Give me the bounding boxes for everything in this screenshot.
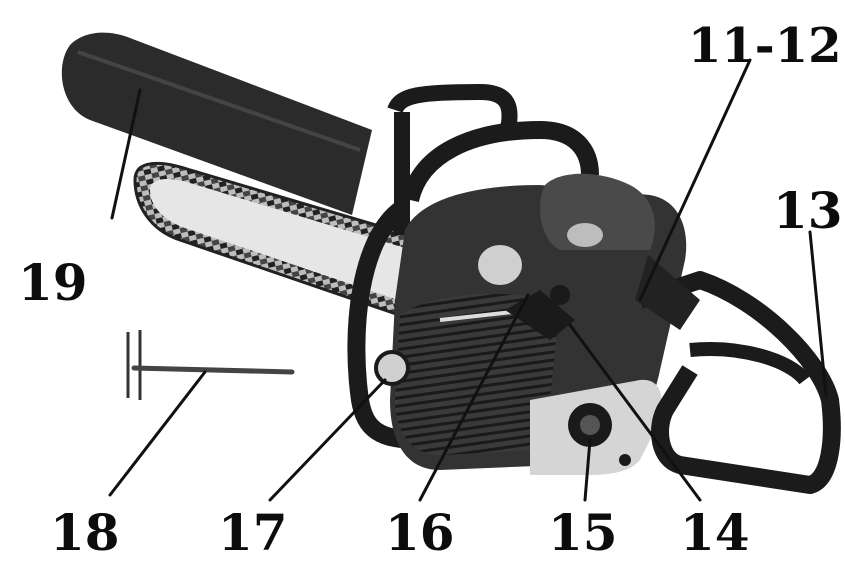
t-wrench-tool bbox=[126, 330, 295, 400]
front-guard-knob bbox=[374, 350, 410, 386]
leader-17 bbox=[268, 378, 387, 502]
front-handle bbox=[347, 84, 518, 449]
callout-labels: 19 18 17 16 15 14 13 11-12 bbox=[18, 18, 843, 561]
leader-lines bbox=[108, 58, 828, 502]
label-18: 18 bbox=[50, 503, 120, 561]
label-19: 19 bbox=[18, 253, 88, 312]
label-11-12: 11-12 bbox=[688, 18, 842, 74]
label-13: 13 bbox=[773, 181, 843, 240]
engine-top bbox=[401, 120, 599, 203]
label-16: 16 bbox=[385, 503, 455, 561]
bar-cover bbox=[61, 32, 372, 216]
label-15: 15 bbox=[548, 503, 618, 561]
leader-15 bbox=[583, 438, 592, 502]
leader-13 bbox=[808, 230, 828, 397]
leader-16 bbox=[418, 293, 530, 502]
label-14: 14 bbox=[680, 503, 750, 561]
label-17: 17 bbox=[218, 503, 288, 561]
leader-18 bbox=[108, 370, 207, 497]
leader-19 bbox=[110, 88, 142, 220]
leader-14 bbox=[568, 323, 702, 502]
leader-11-12 bbox=[638, 58, 752, 302]
